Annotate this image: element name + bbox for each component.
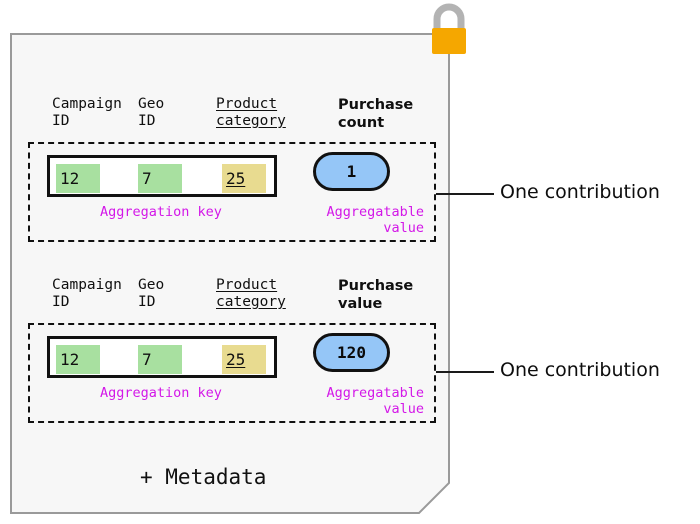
leader-line-1 xyxy=(436,193,494,195)
key-cell-product-category-1: 25 xyxy=(222,164,266,193)
callout-one-contribution-2: One contribution xyxy=(500,359,660,381)
key-cell-product-category-2: 25 xyxy=(222,345,266,374)
metric-header-line1-2: Purchase xyxy=(338,278,414,294)
aggregatable-value-label-2: Aggregatable value xyxy=(326,385,424,417)
product-header-line2-2: category xyxy=(216,294,286,310)
metric-header-line2: count xyxy=(338,115,385,131)
aggregatable-value-pill-2: 120 xyxy=(313,333,390,372)
key-cell-campaign-id-1: 12 xyxy=(56,164,100,193)
contribution-boundary-1: 12 7 25 1 Aggregation key Aggregatable v… xyxy=(28,142,436,242)
aggregation-key-label-1: Aggregation key xyxy=(100,204,222,220)
geo-header-line2-2: ID xyxy=(138,294,156,310)
campaign-header-line2: ID xyxy=(52,113,70,129)
aggregation-key-frame-1: 12 7 25 xyxy=(47,155,277,197)
campaign-header-line2-2: ID xyxy=(52,294,70,310)
key-cell-geo-id-1: 7 xyxy=(138,164,182,193)
key-cell-geo-id-2: 7 xyxy=(138,345,182,374)
aggregation-key-label-2: Aggregation key xyxy=(100,385,222,401)
geo-header-line1-2: Geo xyxy=(138,277,165,293)
campaign-header-line1-2: Campaign xyxy=(52,277,122,293)
aggregatable-value-label-1: Aggregatable value xyxy=(326,204,424,236)
leader-line-2 xyxy=(436,371,494,373)
product-header-line1: Product xyxy=(216,96,278,112)
aggregation-key-frame-2: 12 7 25 xyxy=(47,336,277,378)
metric-header-line1: Purchase xyxy=(338,97,414,113)
column-header-purchase-count: Purchase count xyxy=(338,96,413,132)
key-cell-campaign-id-2: 12 xyxy=(56,345,100,374)
geo-header-line2: ID xyxy=(138,113,156,129)
metric-header-line2-2: value xyxy=(338,296,383,312)
product-header-line2: category xyxy=(216,113,286,129)
contribution-boundary-2: 12 7 25 120 Aggregation key Aggregatable… xyxy=(28,323,436,423)
campaign-header-line1: Campaign xyxy=(52,96,122,112)
padlock-icon xyxy=(432,3,466,54)
product-header-line1-2: Product xyxy=(216,277,278,293)
aggregatable-report-card xyxy=(10,33,450,514)
metadata-label: + Metadata xyxy=(140,465,267,489)
column-header-purchase-value: Purchase value xyxy=(338,277,413,313)
callout-one-contribution-1: One contribution xyxy=(500,181,660,203)
aggregatable-value-pill-1: 1 xyxy=(313,152,390,191)
geo-header-line1: Geo xyxy=(138,96,165,112)
